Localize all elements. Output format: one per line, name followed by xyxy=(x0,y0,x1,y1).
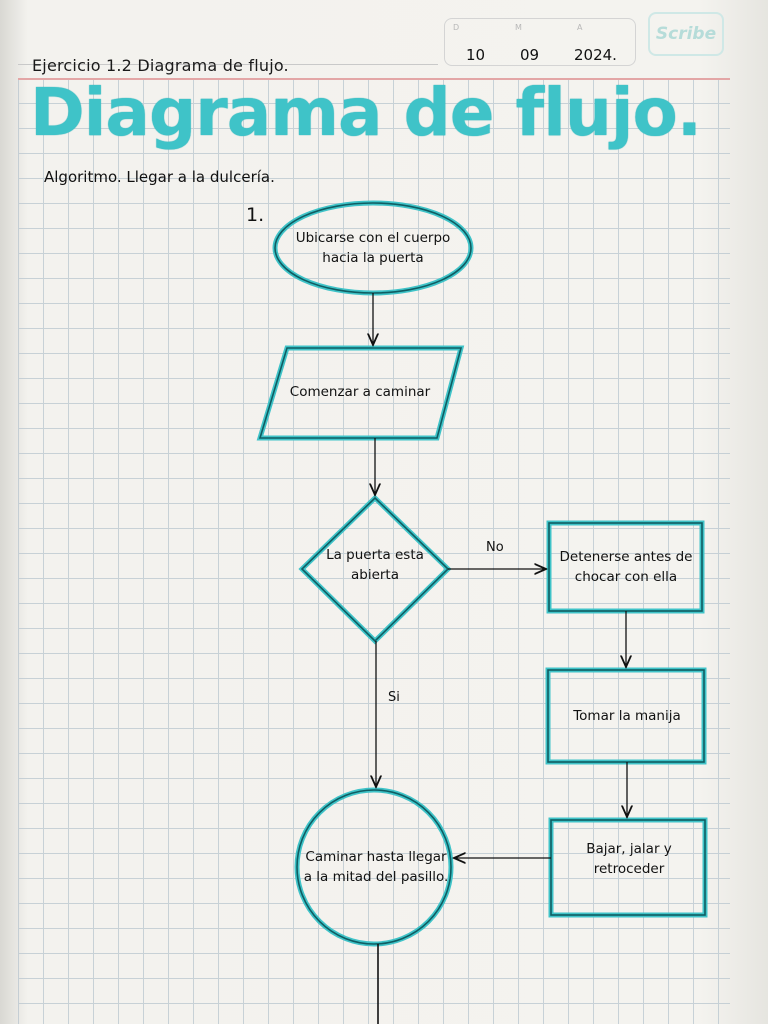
algorithm-subtitle: Algoritmo. Llegar a la dulcería. xyxy=(44,168,275,186)
exercise-title: Ejercicio 1.2 Diagrama de flujo. xyxy=(32,56,289,75)
header-rule xyxy=(18,64,438,65)
edge-label-no: No xyxy=(486,540,504,555)
grid-paper xyxy=(18,78,730,1024)
step-number: 1. xyxy=(246,204,265,226)
open-process xyxy=(550,819,706,916)
handle-process xyxy=(547,669,705,763)
page-title: Diagrama de flujo. xyxy=(30,74,702,151)
date-month: 09 xyxy=(520,46,540,64)
walk-io-label: Comenzar a caminar xyxy=(289,384,431,401)
stop-process-label: Detenerse antes de chocar con ella xyxy=(559,549,693,585)
date-day: 10 xyxy=(466,46,486,64)
handle-process-label: Tomar la manija xyxy=(573,708,681,725)
start-terminal-label: Ubicarse con el cuerpo hacia la puerta xyxy=(295,230,451,266)
date-year: 2024. xyxy=(574,46,617,64)
brand-logo: Scribe xyxy=(648,12,724,56)
edge-label-yes: Si xyxy=(388,690,400,705)
hall-connector-label: Caminar hasta llegar a la mitad del pasi… xyxy=(303,849,449,885)
date-box: D M A xyxy=(444,18,636,66)
open-process-label: Bajar, jalar y retroceder xyxy=(586,841,672,877)
hall-connector xyxy=(296,789,452,945)
margin-line xyxy=(18,78,730,80)
walk-io xyxy=(258,347,463,439)
date-label-month: M xyxy=(515,23,522,32)
decision-label: La puerta esta abierta xyxy=(326,547,424,583)
decision-diamond xyxy=(300,496,450,643)
date-label-day: D xyxy=(453,23,460,32)
date-label-year: A xyxy=(577,23,583,32)
